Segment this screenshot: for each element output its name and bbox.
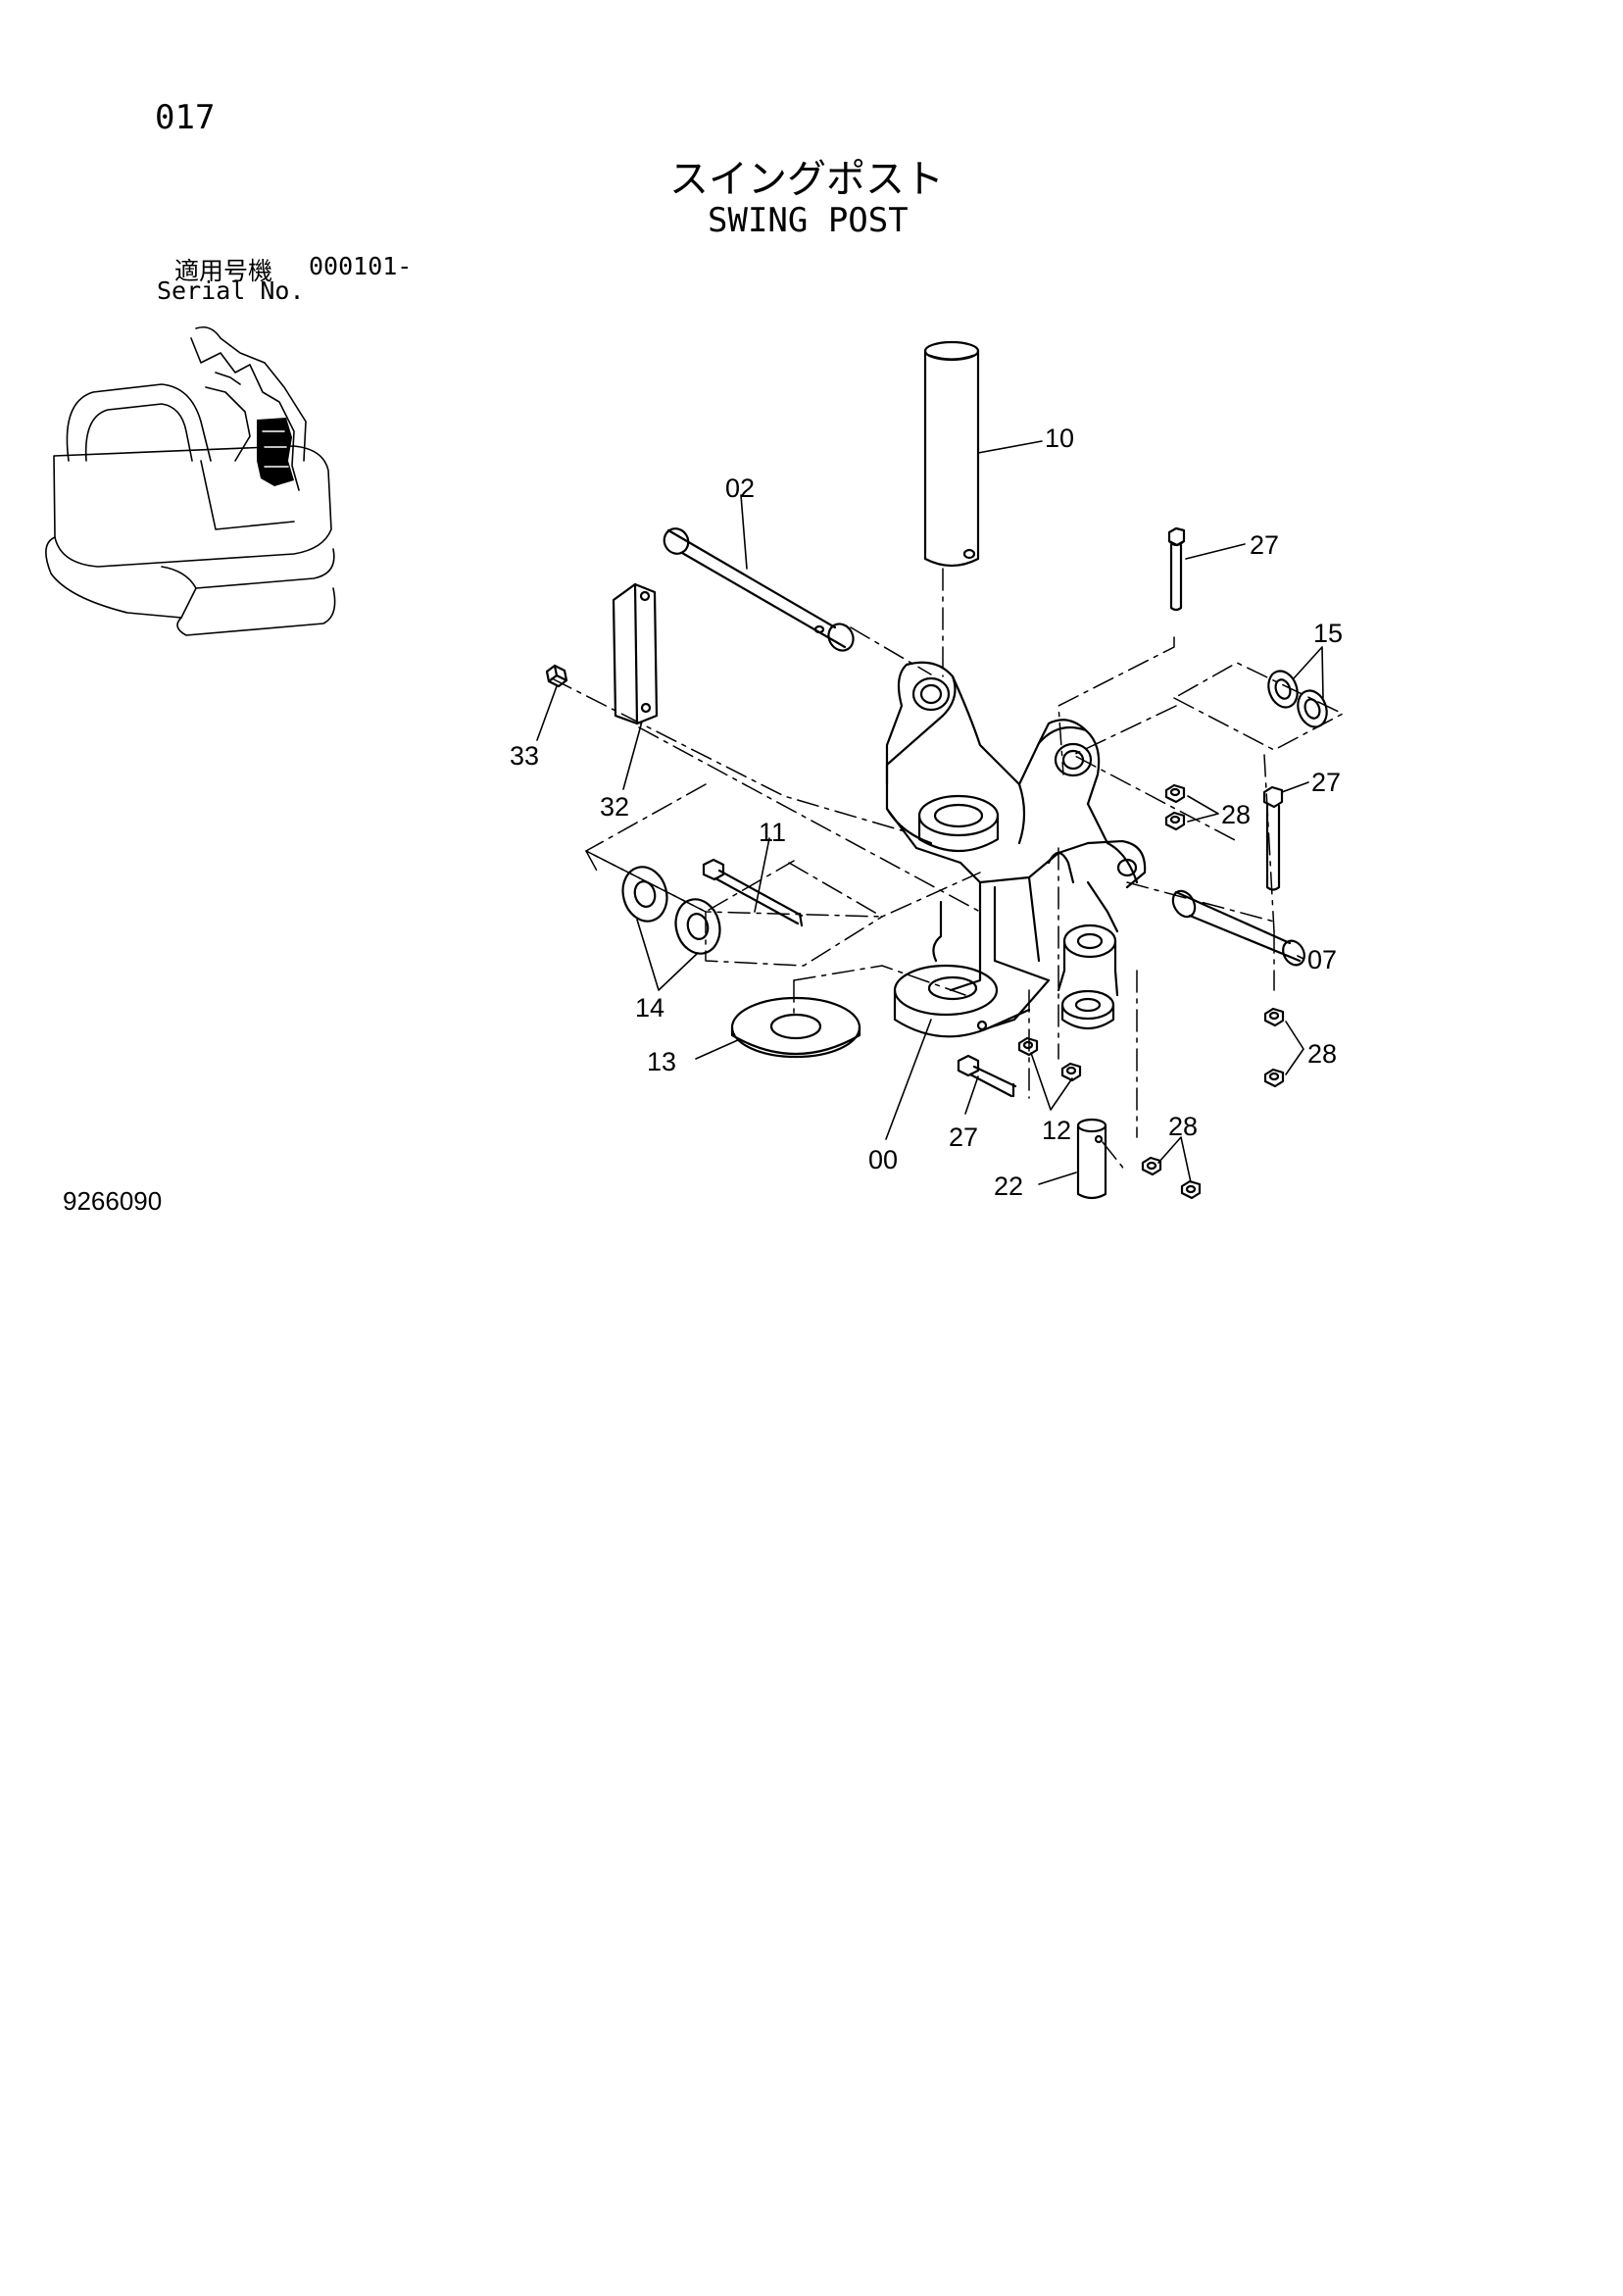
part-28-nuts-bottom xyxy=(1141,1156,1202,1200)
callout-label: 28 xyxy=(1168,1112,1198,1141)
callout-label: 27 xyxy=(949,1123,978,1152)
part-00-swing-post xyxy=(885,661,1147,1038)
callout-label: 13 xyxy=(647,1047,676,1076)
callout-label: 33 xyxy=(510,741,539,771)
callout-label: 11 xyxy=(759,818,786,847)
serial-label-english: Serial No. xyxy=(157,276,305,305)
page-title-english: SWING POST xyxy=(708,201,909,240)
callout-label: 27 xyxy=(1311,768,1341,797)
callout-label: 00 xyxy=(868,1145,898,1174)
callout-label: 10 xyxy=(1045,424,1074,453)
callout-label: 27 xyxy=(1250,530,1279,560)
page-number: 017 xyxy=(155,98,216,137)
callout-labels: 10 02 27 15 33 32 28 27 11 07 14 28 13 1… xyxy=(510,424,1343,1201)
part-07-pin xyxy=(1171,889,1305,967)
callout-label: 07 xyxy=(1307,945,1337,974)
part-14-washers xyxy=(621,866,721,955)
machine-thumbnail xyxy=(45,325,336,636)
part-02-pin xyxy=(663,527,855,652)
part-12-nuts xyxy=(1017,1036,1082,1082)
callout-label: 12 xyxy=(1042,1116,1071,1145)
part-28-nuts-right xyxy=(1263,1007,1285,1088)
part-32-plate xyxy=(612,582,659,725)
part-10-pin xyxy=(923,340,980,568)
callout-label: 15 xyxy=(1313,619,1343,648)
part-13-washer xyxy=(730,996,861,1059)
part-11-bolt xyxy=(702,858,804,927)
callout-label: 28 xyxy=(1221,800,1251,829)
part-33-bolt xyxy=(545,664,568,688)
serial-label-japanese: 適用号機 xyxy=(174,257,273,285)
callout-label: 02 xyxy=(725,474,755,503)
callout-label: 32 xyxy=(600,792,629,822)
part-27-bolt-bottom xyxy=(957,1054,1017,1098)
leader-lines xyxy=(536,440,1324,1185)
part-28-nuts-upper xyxy=(1164,783,1186,831)
part-27-bolt-top xyxy=(1167,526,1186,612)
callout-label: 14 xyxy=(635,993,664,1023)
callout-label: 28 xyxy=(1307,1039,1337,1069)
drawing-number: 9266090 xyxy=(63,1186,163,1216)
assembly-lines xyxy=(551,568,1275,1173)
part-15-washers xyxy=(1267,670,1328,728)
serial-range: 000101- xyxy=(309,252,413,280)
page-title-japanese: スイングポスト xyxy=(669,157,944,202)
part-27-bolt-right xyxy=(1262,785,1284,891)
part-22-pin xyxy=(1076,1118,1107,1200)
callout-label: 22 xyxy=(994,1172,1023,1201)
